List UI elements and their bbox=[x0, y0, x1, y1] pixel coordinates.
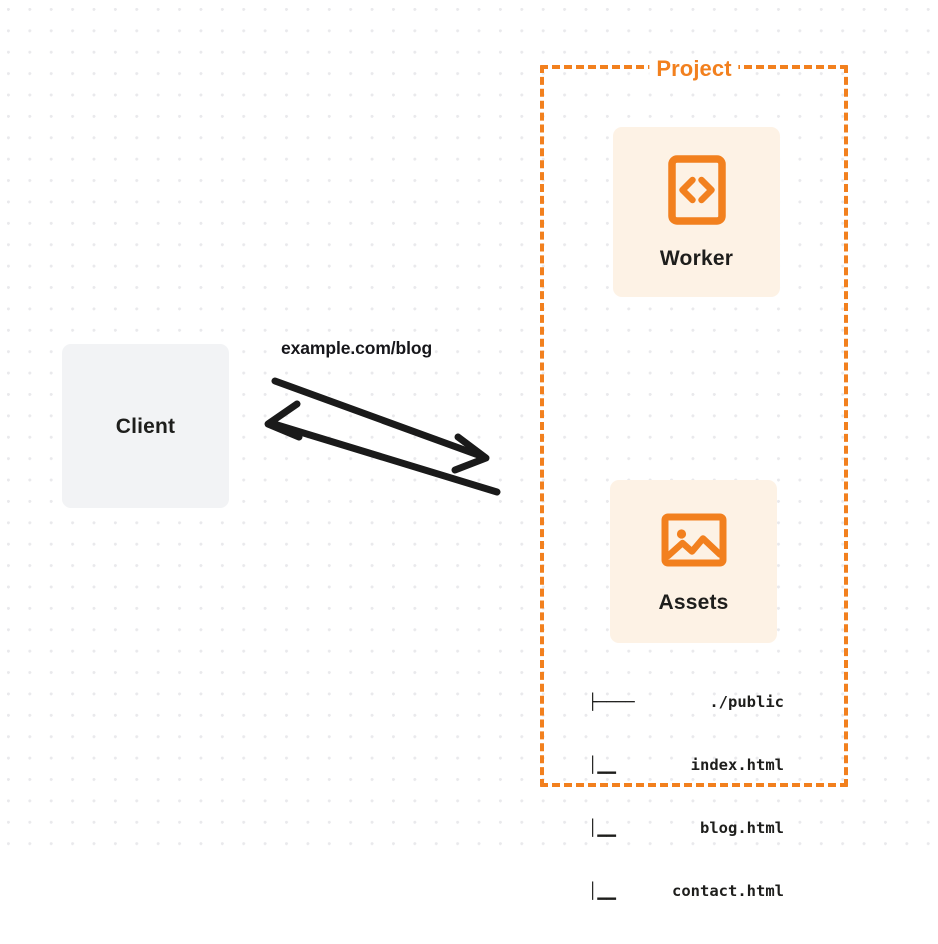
project-group: Project bbox=[540, 58, 848, 787]
node-assets[interactable]: Assets bbox=[610, 480, 777, 643]
node-assets-label: Assets bbox=[658, 590, 729, 614]
node-worker-label: Worker bbox=[659, 247, 734, 270]
diagram-canvas: Project Worker Assets Client bbox=[0, 0, 938, 900]
project-group-label: Project bbox=[649, 58, 739, 80]
file-tree-row: │▁▁ index.html bbox=[588, 755, 784, 776]
arrow-response bbox=[264, 400, 501, 496]
tree-branch-glyph: ├──── bbox=[588, 693, 635, 711]
tree-branch-glyph: │▁▁ bbox=[588, 819, 616, 837]
request-url-label: example.com/blog bbox=[281, 338, 433, 358]
node-worker[interactable]: Worker bbox=[613, 127, 780, 297]
arrow-request bbox=[271, 377, 490, 474]
tree-item-name: blog.html bbox=[700, 819, 784, 837]
image-icon bbox=[661, 511, 727, 574]
tree-item-name: index.html bbox=[690, 756, 784, 774]
tree-branch-glyph: │▁▁ bbox=[588, 882, 616, 900]
tree-item-name: ./public bbox=[709, 693, 784, 711]
node-client-label: Client bbox=[115, 414, 176, 438]
tree-item-name: contact.html bbox=[672, 882, 784, 900]
file-tree-row: │▁▁ contact.html bbox=[588, 881, 784, 902]
file-tree-row: │▁▁ blog.html bbox=[588, 818, 784, 839]
code-brackets-icon bbox=[667, 155, 726, 230]
assets-file-tree: ├──── ./public │▁▁ index.html │▁▁ blog.h… bbox=[588, 650, 784, 944]
file-tree-row: ├──── ./public bbox=[588, 692, 784, 713]
node-client[interactable]: Client bbox=[62, 344, 229, 508]
tree-branch-glyph: │▁▁ bbox=[588, 756, 616, 774]
